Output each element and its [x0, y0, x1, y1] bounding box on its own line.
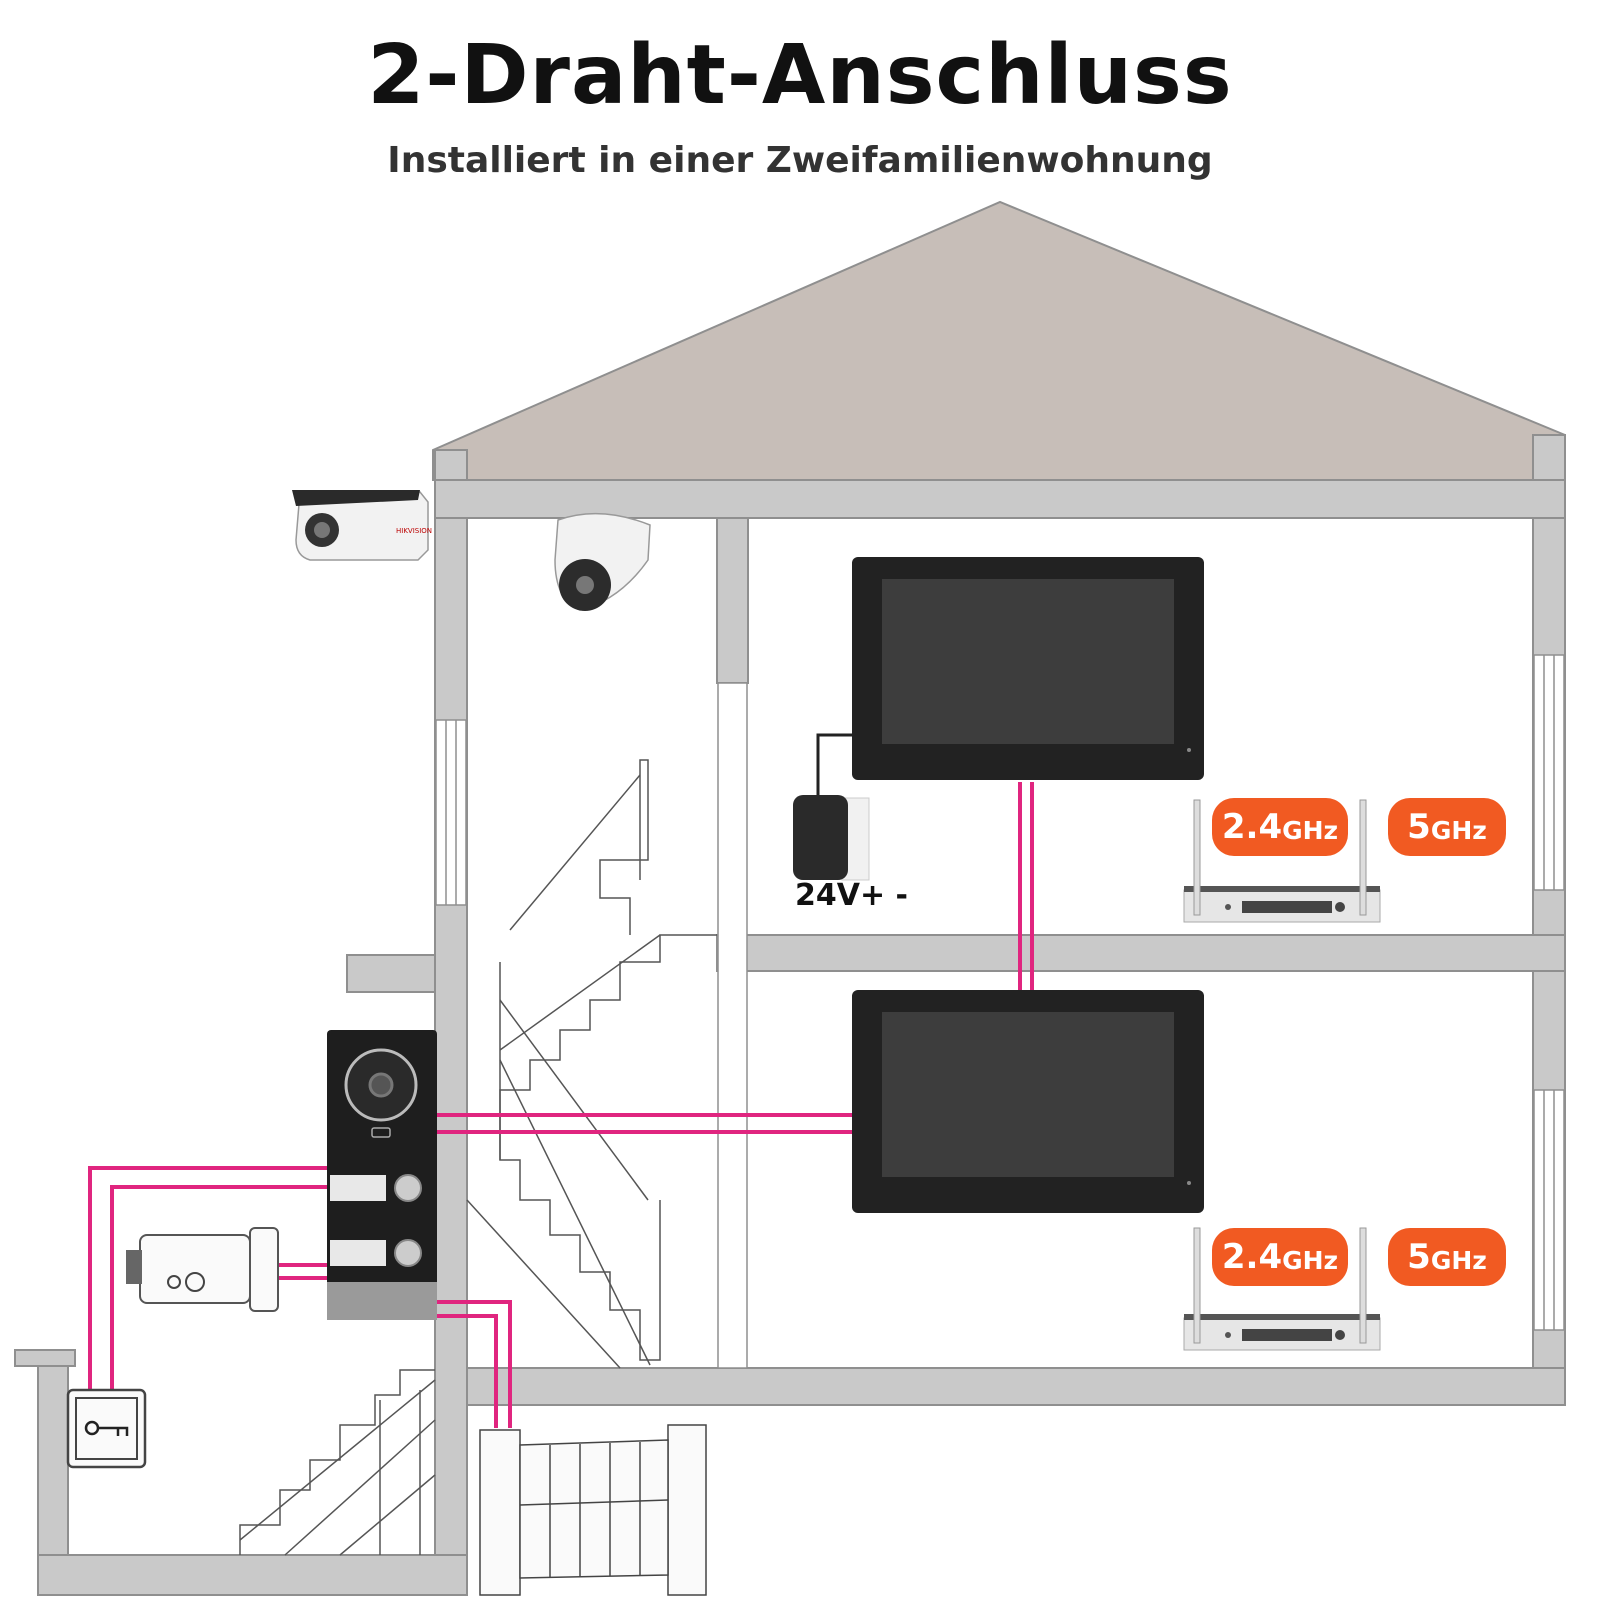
camera-brand: HIKVISION: [396, 527, 432, 535]
camera-icon: HIKVISION: [292, 490, 432, 561]
diagram-subtitle: Installiert in einer Zweifamilienwohnung: [387, 140, 1213, 181]
power-label: 24V+ -: [795, 878, 908, 913]
roof: [432, 200, 1566, 481]
router-icon: [1183, 1227, 1381, 1351]
band-unit: GHz: [1430, 815, 1487, 845]
windows: [435, 654, 1565, 1369]
band-number: 5: [1407, 807, 1431, 847]
indoor-monitor-upper: [852, 557, 1204, 780]
indoor-monitor-lower: [852, 990, 1204, 1213]
door-station: [327, 1030, 437, 1320]
staircase: [239, 759, 717, 1556]
band-number: 2.4: [1221, 807, 1283, 847]
band-number: 5: [1407, 1237, 1431, 1277]
wiring: [88, 782, 1034, 1428]
band-number: 2.4: [1221, 1237, 1283, 1277]
router-icon: [1183, 799, 1381, 923]
gate-icon: [479, 1424, 707, 1596]
walls: [14, 434, 1566, 1596]
lock-icon: [126, 1227, 279, 1312]
band-unit: GHz: [1430, 1245, 1487, 1275]
camera-icon: [554, 512, 651, 611]
band-unit: GHz: [1282, 1245, 1339, 1275]
diagram-title: 2-Draht-Anschluss: [367, 28, 1233, 123]
key-icon: [66, 1388, 147, 1469]
power-adapter-icon: [793, 733, 870, 881]
band-unit: GHz: [1282, 815, 1339, 845]
